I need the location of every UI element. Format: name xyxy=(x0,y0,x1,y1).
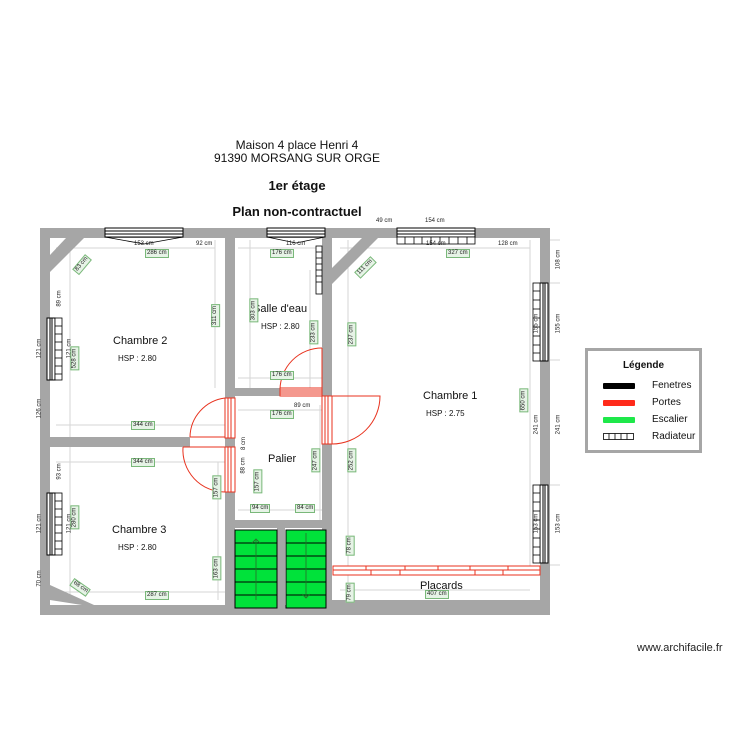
window-swing-lines xyxy=(104,236,326,245)
dim-label: 79 cm xyxy=(345,582,355,603)
dim-label: 153 cm xyxy=(555,513,562,534)
dim-label: 163 cm xyxy=(212,556,222,581)
dim-label: 280 cm xyxy=(70,505,80,530)
legend-item-escalier: Escalier xyxy=(596,414,700,426)
dim-label: 154 cm xyxy=(425,218,445,224)
dim-label: 121 cm xyxy=(36,338,43,359)
dim-label: 327 cm xyxy=(446,249,470,258)
dim-label: 153 cm xyxy=(134,241,154,247)
room-placards-label: Placards xyxy=(420,580,463,592)
dim-label: 49 cm xyxy=(376,218,393,224)
room-chambre-2-hsp: HSP : 2.80 xyxy=(118,354,157,363)
dim-label: 153 cm xyxy=(533,513,540,534)
dim-label: 8 cm xyxy=(241,436,248,451)
dim-label: 528 cm xyxy=(70,346,80,371)
dim-label: 128 cm xyxy=(498,241,518,247)
window-swatch-icon xyxy=(603,383,635,389)
room-salle-deau-label: Salle d'eau xyxy=(253,303,308,315)
legend-item-portes: Portes xyxy=(596,397,700,409)
watermark-link[interactable]: www.archifacile.fr xyxy=(637,642,723,654)
dim-label: 233 cm xyxy=(309,320,319,345)
dim-label: 89 cm xyxy=(294,403,311,409)
dim-label: 94 cm xyxy=(250,504,271,513)
room-palier-label: Palier xyxy=(268,453,297,465)
legend-label: Fenetres xyxy=(652,380,692,391)
dim-label: 344 cm xyxy=(131,421,155,430)
address-line-2: 91390 MORSANG SUR ORGE xyxy=(213,151,381,165)
dim-label: 92 cm xyxy=(196,241,213,247)
legend-label: Escalier xyxy=(652,414,688,425)
dim-label: 93 cm xyxy=(56,463,63,480)
legend-label: Radiateur xyxy=(652,431,696,442)
dim-label: 157 cm xyxy=(212,475,222,500)
dim-label: 78 cm xyxy=(345,535,355,556)
dim-label: 303 cm xyxy=(249,298,259,323)
dim-label: 84 cm xyxy=(295,504,316,513)
dim-label: 108 cm xyxy=(555,249,562,270)
dim-label: 286 cm xyxy=(145,249,169,258)
legend-label: Portes xyxy=(652,397,681,408)
dim-label: 154 cm xyxy=(426,241,446,247)
room-chambre-1-label: Chambre 1 xyxy=(423,390,478,402)
legend-item-radiateur: Radiateur xyxy=(596,431,700,443)
room-chambre-1-hsp: HSP : 2.75 xyxy=(426,409,465,418)
legend-item-fenetres: Fenetres xyxy=(596,380,700,392)
room-chambre-2-label: Chambre 2 xyxy=(113,335,168,347)
legend-box: Légende Fenetres Portes Escalier Radiate… xyxy=(585,348,702,453)
dim-label: 287 cm xyxy=(145,591,169,600)
floor-title: 1er étage xyxy=(268,178,326,193)
stair-direction-arrows xyxy=(251,533,311,600)
dim-label: 650 cm xyxy=(519,388,529,413)
stair-swatch-icon xyxy=(603,417,635,423)
dim-label: 241 cm xyxy=(555,414,562,435)
dim-label: 241 cm xyxy=(533,414,540,435)
dim-label: 176 cm xyxy=(270,371,294,380)
dim-label: 88 cm xyxy=(240,457,247,474)
dim-label: 155 cm xyxy=(555,313,562,334)
dim-label: 252 cm xyxy=(347,448,357,473)
dim-label: 344 cm xyxy=(131,458,155,467)
dim-label: 311 cm xyxy=(211,303,221,328)
dim-label: 121 cm xyxy=(36,513,43,534)
room-chambre-3-hsp: HSP : 2.80 xyxy=(118,543,157,552)
address-line-1: Maison 4 place Henri 4 xyxy=(235,138,359,152)
radiators xyxy=(54,236,541,564)
dim-label: 176 cm xyxy=(270,410,294,419)
room-salle-deau-hsp: HSP : 2.80 xyxy=(261,322,300,331)
dim-label: 176 cm xyxy=(270,249,294,258)
dim-label: 157 cm xyxy=(253,469,263,494)
dim-label: 89 cm xyxy=(56,290,63,307)
dim-label: 247 cm xyxy=(311,448,321,473)
dim-label: 70 cm xyxy=(36,570,43,587)
radiator-swatch-icon xyxy=(603,433,634,440)
legend-title: Légende xyxy=(622,360,665,371)
dim-label: 155 cm xyxy=(533,313,540,334)
doors xyxy=(224,387,541,576)
dim-label: 407 cm xyxy=(425,590,449,599)
dim-label: 126 cm xyxy=(36,398,43,419)
diagonal-walls xyxy=(50,238,378,605)
disclaimer-title: Plan non-contractuel xyxy=(232,204,362,219)
room-chambre-3-label: Chambre 3 xyxy=(112,524,167,536)
dim-label: 237 cm xyxy=(347,322,357,347)
dim-label: 116 cm xyxy=(286,241,306,247)
door-swatch-icon xyxy=(603,400,635,406)
